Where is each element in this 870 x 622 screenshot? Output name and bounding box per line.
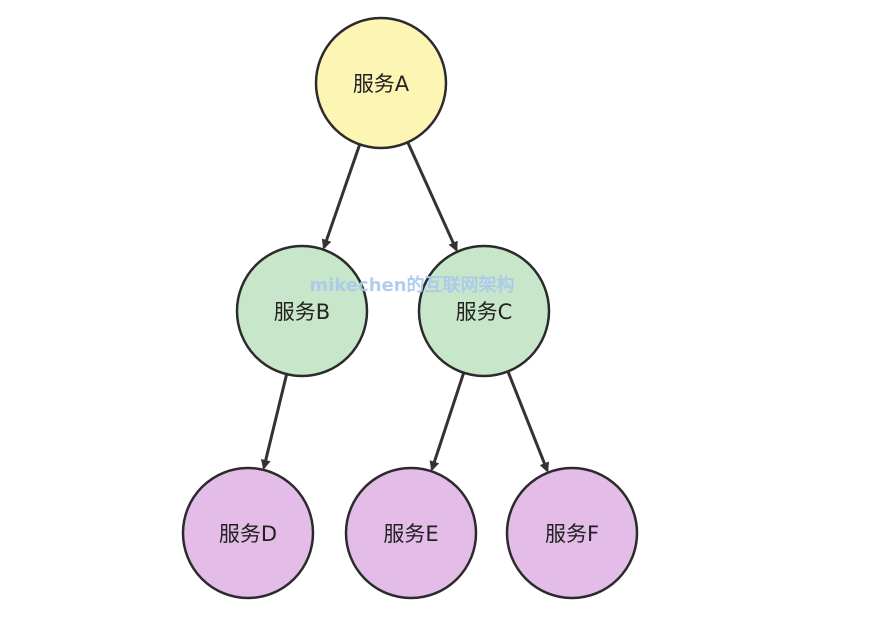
edge-c-to-f xyxy=(506,370,550,473)
edge-c-to-e xyxy=(429,372,466,472)
node-service-e-circle xyxy=(344,466,478,600)
node-service-b: 服务B xyxy=(235,244,369,378)
edge-a-to-b xyxy=(321,143,362,250)
node-service-c-circle xyxy=(417,244,551,378)
node-service-d-circle xyxy=(181,466,315,600)
edge-a-to-c xyxy=(406,141,458,252)
node-service-a-label: 服务A xyxy=(353,72,410,96)
node-service-f-circle xyxy=(505,466,639,600)
node-service-b-label: 服务B xyxy=(274,300,330,324)
node-service-a-circle xyxy=(314,16,448,150)
node-service-e-label: 服务E xyxy=(383,522,438,546)
node-service-d: 服务D xyxy=(181,466,315,600)
node-service-c: 服务C xyxy=(417,244,551,378)
edge-b-to-d xyxy=(260,373,289,470)
watermark-text: mikechen的互联网架构 xyxy=(309,274,514,296)
node-service-d-label: 服务D xyxy=(219,522,277,546)
node-service-b-circle xyxy=(235,244,369,378)
edges xyxy=(260,141,550,473)
node-service-c-label: 服务C xyxy=(456,300,513,324)
node-service-f-label: 服务F xyxy=(545,522,599,546)
node-service-e: 服务E xyxy=(344,466,478,600)
node-service-a: 服务A xyxy=(314,16,448,150)
node-service-f: 服务F xyxy=(505,466,639,600)
